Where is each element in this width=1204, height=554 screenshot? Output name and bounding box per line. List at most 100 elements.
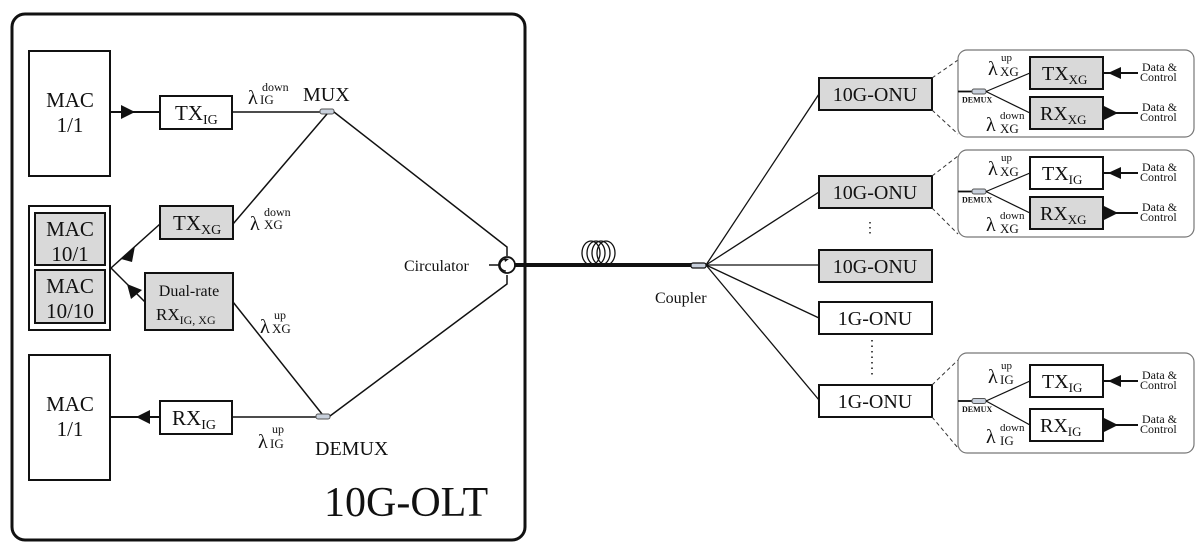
arrow-left-icon bbox=[1108, 375, 1121, 387]
mac-10-1: MAC 10/1 bbox=[34, 212, 106, 266]
mac-bottom-line2: 1/1 bbox=[57, 417, 84, 441]
data-control-label: Control bbox=[1140, 70, 1177, 84]
panel-tx-label: TXIG bbox=[1042, 163, 1082, 187]
data-control-label: Control bbox=[1140, 378, 1177, 392]
arrow-right-icon bbox=[1104, 106, 1118, 120]
onu-1g-2: 1G-ONU bbox=[818, 384, 933, 418]
fiber-spool-icon bbox=[581, 240, 616, 266]
demux-label: DEMUX bbox=[315, 438, 389, 460]
link-tx-xg-mux bbox=[232, 113, 328, 225]
lambda-down-sub: IG bbox=[1000, 433, 1014, 448]
lambda-xg-up-sub: XG bbox=[272, 321, 291, 336]
lambda-ig-down-sub: IG bbox=[260, 92, 274, 107]
arrow-right-icon bbox=[121, 105, 135, 119]
panel-frame bbox=[957, 149, 1195, 238]
lambda-up-sup: up bbox=[1001, 360, 1013, 372]
arrow-right-icon bbox=[1104, 418, 1118, 432]
lambda-xg-down-sub: XG bbox=[264, 217, 283, 232]
panel-tx-box bbox=[1029, 364, 1104, 398]
data-control-label: Data & bbox=[1142, 100, 1178, 114]
data-control-label: Control bbox=[1140, 210, 1177, 224]
data-control-label: Data & bbox=[1142, 160, 1178, 174]
lambda-down-sub: XG bbox=[1000, 121, 1019, 136]
panel-tx-label: TXIG bbox=[1042, 371, 1082, 395]
lambda-down: λ bbox=[986, 114, 996, 136]
arrow-up-right-icon bbox=[121, 246, 135, 262]
dual-rx-label: RXIG, XG bbox=[156, 305, 216, 327]
mac-10-10-line2: 10/10 bbox=[46, 299, 94, 323]
link-coupler-onu-4 bbox=[705, 264, 820, 319]
panel-demux-label: DEMUX bbox=[962, 96, 992, 105]
demux-icon bbox=[971, 188, 987, 195]
panel-tx-label: TXXG bbox=[1042, 63, 1087, 87]
link-mux-circulator bbox=[333, 111, 508, 256]
mac-10-10-line1: MAC bbox=[46, 274, 94, 298]
lambda-up-sup: up bbox=[1001, 152, 1013, 164]
arrow-right-icon bbox=[1104, 206, 1118, 220]
onu-label: 10G-ONU bbox=[833, 84, 918, 106]
mac-top-line2: 1/1 bbox=[57, 113, 84, 137]
panel-demux-label: DEMUX bbox=[962, 196, 992, 205]
onu-label: 10G-ONU bbox=[833, 182, 918, 204]
mac-1-1-bottom: MAC 1/1 bbox=[28, 354, 111, 481]
mac-10-1-line1: MAC bbox=[46, 217, 94, 241]
circulator-icon bbox=[489, 256, 516, 274]
onu-10g-1: 10G-ONU bbox=[818, 77, 933, 111]
lambda-up: λ bbox=[988, 366, 998, 388]
olt-frame bbox=[10, 12, 527, 542]
lambda-up-sup: up bbox=[1001, 52, 1013, 64]
panel-demux-label: DEMUX bbox=[962, 405, 992, 414]
lambda-ig-down: λ bbox=[248, 87, 258, 109]
lambda-down-sup: down bbox=[1000, 210, 1025, 222]
data-control-label: Control bbox=[1140, 110, 1177, 124]
mac-bottom-line1: MAC bbox=[46, 392, 94, 416]
data-control-label: Data & bbox=[1142, 412, 1178, 426]
link-demux-dualrx bbox=[232, 301, 323, 415]
olt-title: 10G-OLT bbox=[324, 480, 488, 526]
mux-component bbox=[319, 108, 335, 115]
demux-icon bbox=[971, 398, 987, 404]
circulator-label: Circulator bbox=[404, 258, 470, 275]
onu-label: 1G-ONU bbox=[838, 308, 913, 330]
arrow-up-left-icon bbox=[127, 284, 142, 299]
coupler-label: Coupler bbox=[655, 290, 707, 307]
lambda-down-sup: down bbox=[1000, 110, 1025, 122]
lambda-xg-up: λ bbox=[260, 316, 270, 338]
panel-rx-label: RXIG bbox=[1040, 415, 1082, 439]
panel-rx-label: RXXG bbox=[1040, 103, 1087, 127]
lambda-up: λ bbox=[988, 58, 998, 80]
panel-frame bbox=[957, 49, 1195, 138]
lambda-ig-up: λ bbox=[258, 431, 268, 453]
link-mac10-tx-xg bbox=[110, 223, 161, 269]
lambda-xg-down-sup: down bbox=[264, 205, 291, 219]
mux-label: MUX bbox=[303, 84, 350, 106]
onu-label: 1G-ONU bbox=[838, 391, 913, 413]
mac-1-1-top: MAC 1/1 bbox=[28, 50, 111, 177]
lambda-down-sub: XG bbox=[1000, 221, 1019, 236]
tx-xg-label: TXXG bbox=[173, 211, 221, 238]
data-control-label: Control bbox=[1140, 422, 1177, 436]
lambda-up-sub: IG bbox=[1000, 372, 1014, 387]
rx-ig-box: RXIG bbox=[159, 400, 233, 435]
coupler-component bbox=[690, 262, 707, 269]
onu-label: 10G-ONU bbox=[833, 256, 918, 278]
panel-rx-box bbox=[1029, 408, 1104, 442]
panel-tx-box bbox=[1029, 156, 1104, 190]
tx-ig-box: TXIG bbox=[159, 95, 233, 130]
onu-10g-3: 10G-ONU bbox=[818, 249, 933, 283]
arrow-left-icon bbox=[1108, 67, 1121, 79]
lambda-ig-up-sup: up bbox=[272, 422, 284, 436]
panel-rx-label: RXXG bbox=[1040, 203, 1087, 227]
lambda-up: λ bbox=[988, 158, 998, 180]
lambda-ig-up-sub: IG bbox=[270, 436, 284, 451]
data-control-label: Control bbox=[1140, 170, 1177, 184]
data-control-label: Data & bbox=[1142, 368, 1178, 382]
tx-xg-box: TXXG bbox=[159, 205, 234, 240]
link-coupler-onu-2 bbox=[705, 191, 820, 266]
lambda-up-sub: XG bbox=[1000, 64, 1019, 79]
dual-rate-label: Dual-rate bbox=[159, 283, 219, 300]
demux-component bbox=[315, 413, 331, 420]
mac-10-1-line2: 10/1 bbox=[51, 242, 88, 266]
